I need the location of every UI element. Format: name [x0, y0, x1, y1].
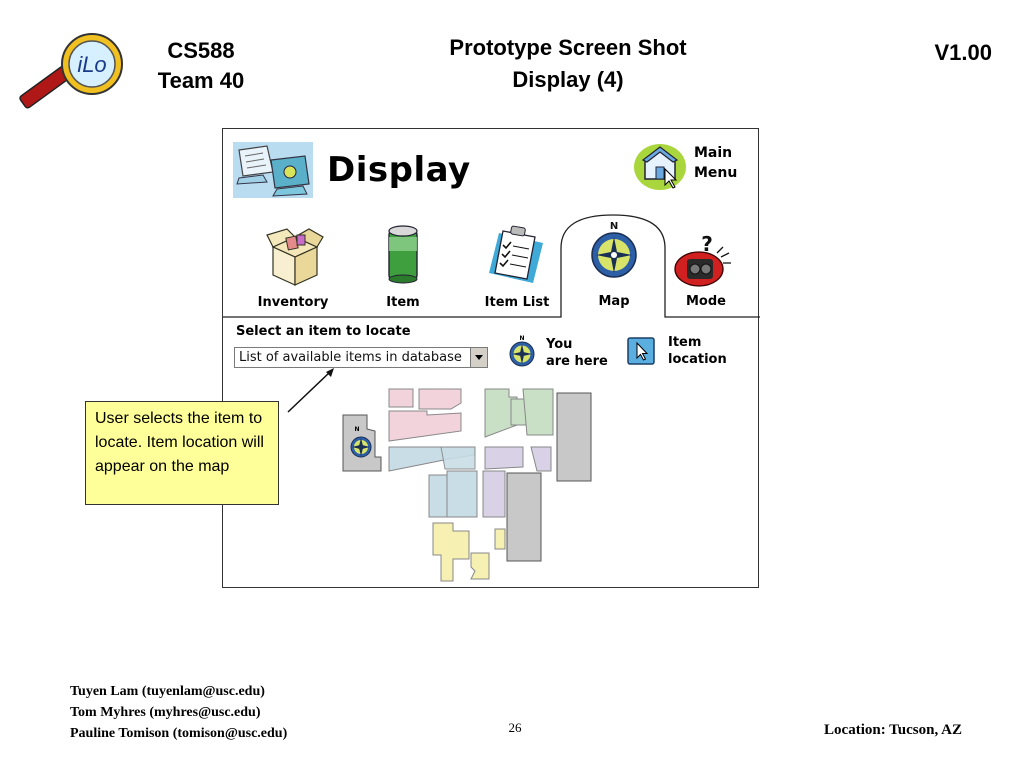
- display-screens-icon: [233, 142, 313, 198]
- item-dropdown[interactable]: List of available items in database: [234, 347, 488, 368]
- home-icon: [634, 144, 686, 190]
- main-menu-button[interactable]: [631, 137, 766, 193]
- floor-map[interactable]: N: [341, 385, 601, 585]
- tab-inventory-label: Inventory: [257, 295, 329, 310]
- you-are-here-compass-icon: N: [509, 335, 535, 367]
- can-icon: [388, 225, 418, 284]
- map-compass-icon: N: [350, 426, 372, 458]
- callout-arrow: [287, 368, 334, 413]
- compass-north-letter: N: [610, 221, 618, 232]
- select-item-prompt: Select an item to locate: [236, 324, 411, 339]
- team-number: Team 40: [157, 68, 245, 93]
- main-menu-label[interactable]: Main Menu: [694, 143, 764, 183]
- compass-icon: N: [591, 221, 637, 278]
- box-icon: [266, 228, 324, 286]
- you-are-here-line1: You: [546, 337, 573, 352]
- tab-mode[interactable]: ? Mode: [667, 219, 745, 315]
- item-location-cursor-icon: [627, 337, 655, 365]
- clipboard-icon: [489, 225, 543, 283]
- tab-mode-label: Mode: [686, 294, 726, 309]
- author-2: Tom Myhres (myhres@usc.edu): [70, 705, 261, 720]
- tab-item-list-label: Item List: [484, 295, 550, 310]
- item-location-line2: location: [668, 352, 727, 367]
- slide-title-line1: Prototype Screen Shot: [449, 35, 687, 60]
- main-menu-label-line1: Main: [694, 145, 733, 161]
- svg-text:?: ?: [701, 233, 713, 256]
- item-location-label: Item location: [668, 334, 727, 368]
- tab-map-label: Map: [598, 294, 630, 309]
- you-are-here-line2: are here: [546, 354, 608, 369]
- item-dropdown-value: List of available items in database: [239, 350, 462, 365]
- slide-title-line2: Display (4): [512, 67, 624, 92]
- tab-bar-outline: [223, 214, 760, 318]
- logo-text: iLo: [77, 52, 106, 77]
- svg-text:N: N: [519, 335, 524, 342]
- prototype-screen: Display Main Menu Inventory: [222, 128, 760, 588]
- screen-title: Display: [327, 150, 471, 190]
- speaker-icon: ?: [674, 233, 731, 287]
- author-3: Pauline Tomison (tomison@usc.edu): [70, 726, 288, 741]
- tab-item[interactable]: Item: [363, 219, 443, 315]
- main-menu-label-line2: Menu: [694, 165, 738, 181]
- magnifier-logo-icon: iLo: [19, 33, 123, 109]
- ilo-logo: iLo: [14, 26, 130, 112]
- item-location-line1: Item: [668, 335, 702, 350]
- slide-title: Prototype Screen Shot Display (4): [390, 32, 746, 96]
- version-label: V1.00: [934, 40, 993, 65]
- page-number: 26: [508, 720, 522, 735]
- author-1: Tuyen Lam (tuyenlam@usc.edu): [70, 684, 265, 699]
- location-label: Location: Tucson, AZ: [824, 722, 962, 738]
- tab-item-label: Item: [386, 295, 420, 310]
- chevron-down-icon[interactable]: [470, 348, 487, 367]
- you-are-here-label: You are here: [546, 336, 608, 370]
- tab-inventory[interactable]: Inventory: [245, 219, 341, 315]
- course-code: CS588: [167, 38, 235, 63]
- callout-note: User selects the item to locate. Item lo…: [85, 401, 279, 505]
- footer-authors: Tuyen Lam (tuyenlam@usc.edu) Tom Myhres …: [70, 681, 287, 744]
- tab-item-list[interactable]: Item List: [475, 219, 559, 315]
- tab-map[interactable]: N Map: [569, 219, 659, 315]
- svg-text:N: N: [354, 426, 359, 433]
- course-team: CS588 Team 40: [130, 36, 272, 96]
